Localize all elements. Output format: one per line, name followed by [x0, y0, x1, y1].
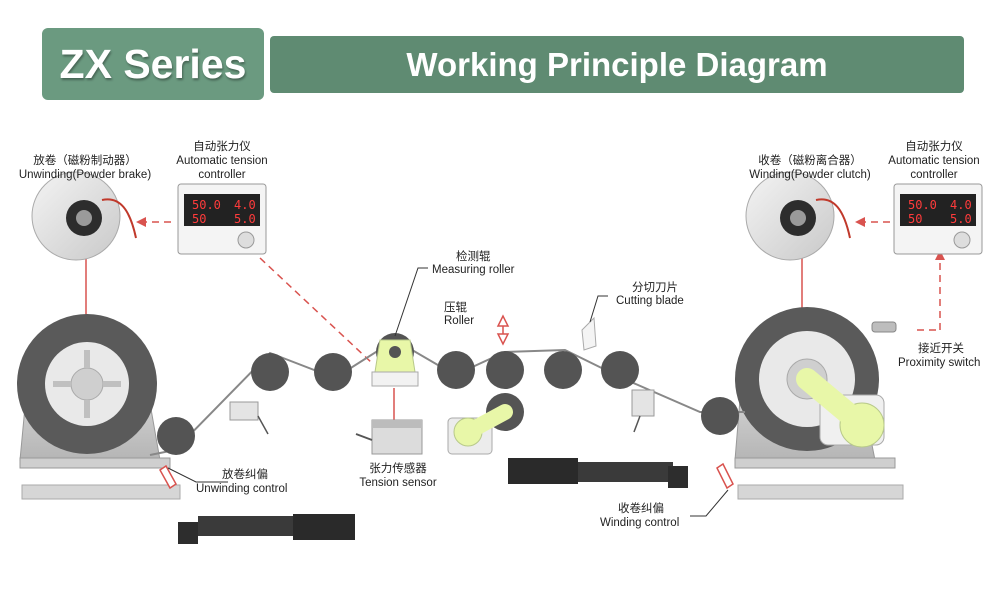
roller-8 [601, 351, 639, 389]
svg-text:收卷（磁粉离合器）: 收卷（磁粉离合器） [758, 153, 862, 167]
cutting-blade [581, 316, 597, 351]
svg-text:controller: controller [198, 169, 245, 181]
svg-text:自动张力仪: 自动张力仪 [193, 140, 251, 153]
svg-text:分切刀片: 分切刀片 [632, 281, 678, 294]
powder-brake [31, 171, 137, 261]
svg-text:放卷（磁粉制动器）: 放卷（磁粉制动器） [33, 153, 137, 167]
tension-controller-left: 50.0 4.0 50 5.0 [177, 183, 267, 255]
svg-text:张力传感器: 张力传感器 [369, 461, 427, 475]
powder-clutch [745, 171, 851, 261]
svg-text:controller: controller [910, 169, 957, 181]
svg-text:Automatic tension: Automatic tension [888, 155, 979, 167]
svg-text:4.0: 4.0 [950, 198, 972, 212]
svg-text:50.0: 50.0 [908, 198, 937, 212]
svg-text:检测辊: 检测辊 [456, 249, 491, 263]
roller-7 [544, 351, 582, 389]
svg-text:接近开关: 接近开关 [918, 341, 964, 355]
unwind-actuator [178, 514, 355, 544]
roller-2 [251, 353, 289, 391]
roller-3 [314, 353, 352, 391]
svg-text:Measuring roller: Measuring roller [432, 264, 515, 276]
svg-text:50: 50 [908, 212, 922, 226]
tension-sensor [355, 419, 423, 455]
roller-5 [437, 351, 475, 389]
leader-lines [167, 267, 729, 517]
press-roller [486, 351, 524, 389]
svg-text:Unwinding(Powder brake): Unwinding(Powder brake) [19, 169, 151, 181]
tension-controller-right: 50.0 4.0 50 5.0 [893, 183, 983, 255]
svg-text:Unwinding control: Unwinding control [196, 483, 287, 495]
wind-actuator [508, 458, 688, 488]
roller-9 [701, 397, 739, 435]
svg-text:Automatic tension: Automatic tension [176, 155, 267, 167]
svg-text:自动张力仪: 自动张力仪 [905, 140, 963, 153]
svg-text:Proximity switch: Proximity switch [898, 357, 980, 369]
wind-reel [735, 307, 885, 451]
series-badge: ZX Series [42, 28, 264, 100]
press-roller-motor [447, 404, 513, 455]
labels: 放卷（磁粉制动器） Unwinding(Powder brake) 自动张力仪 … [19, 140, 981, 529]
signal-arrows [136, 217, 945, 260]
press-adjust-arrow [496, 314, 510, 346]
svg-text:Cutting blade: Cutting blade [616, 295, 684, 307]
wind-deviation-arrow [716, 462, 734, 490]
unwind-deviation-arrow [159, 464, 177, 490]
svg-text:Winding control: Winding control [600, 517, 679, 529]
svg-text:Tension sensor: Tension sensor [359, 477, 437, 489]
svg-text:Winding(Powder clutch): Winding(Powder clutch) [749, 169, 871, 181]
unwind-reel [17, 314, 157, 454]
svg-text:压辊: 压辊 [444, 300, 467, 314]
proximity-switch [871, 321, 897, 333]
measuring-roller-bracket [371, 339, 419, 387]
roller-1 [157, 417, 195, 455]
diagram-title: Working Principle Diagram [270, 36, 964, 93]
svg-text:50.0: 50.0 [192, 198, 221, 212]
svg-text:50: 50 [192, 212, 206, 226]
svg-text:放卷纠偏: 放卷纠偏 [222, 467, 268, 481]
svg-text:5.0: 5.0 [950, 212, 972, 226]
svg-text:Roller: Roller [444, 315, 474, 327]
edge-sensor-right [631, 389, 655, 433]
svg-text:5.0: 5.0 [234, 212, 256, 226]
svg-text:收卷纠偏: 收卷纠偏 [618, 501, 664, 515]
edge-sensor-left [229, 401, 269, 435]
svg-text:4.0: 4.0 [234, 198, 256, 212]
